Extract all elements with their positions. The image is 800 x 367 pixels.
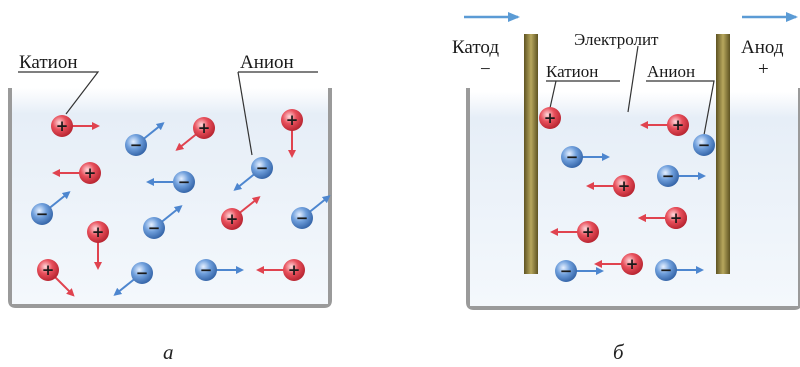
cation-ion-b-8 bbox=[665, 207, 687, 229]
cation-label-b: Катион bbox=[546, 62, 599, 81]
minus-sign-a-14: − bbox=[200, 261, 213, 279]
anion-ion-b-3 bbox=[561, 146, 583, 168]
minus-sign-a-11: − bbox=[296, 209, 309, 227]
minus-sign-a-13: − bbox=[136, 264, 149, 282]
plus-sign-a-10: + bbox=[226, 210, 239, 228]
anode-electrode bbox=[716, 34, 730, 274]
cation-ion-a-8 bbox=[87, 221, 109, 243]
minus-sign-a-9: − bbox=[148, 219, 161, 237]
cathode-sign: − bbox=[480, 59, 491, 80]
caption-b: б bbox=[613, 340, 624, 364]
anion-motion-arrow-a-11 bbox=[308, 195, 331, 213]
anion-ion-a-5 bbox=[173, 171, 195, 193]
anion-motion-arrow-a-9 bbox=[160, 205, 183, 223]
plus-sign-a-2: + bbox=[198, 119, 211, 137]
anion-leader-a-down bbox=[237, 71, 253, 156]
cation-motion-arrow-a-2 bbox=[175, 133, 198, 151]
anion-label-a: Анион bbox=[240, 52, 294, 73]
anion-motion-arrow-a-13 bbox=[113, 278, 136, 296]
minus-sign-a-5: − bbox=[178, 173, 191, 191]
anion-ion-b-2 bbox=[693, 134, 715, 156]
anion-leader-b bbox=[646, 80, 715, 136]
ions-layer-a: + − + + + − − − + − + − + − − + bbox=[31, 109, 331, 297]
minus-sign-b-2: − bbox=[698, 136, 711, 154]
cathode-electrode bbox=[524, 34, 538, 274]
plus-sign-a-8: + bbox=[92, 223, 105, 241]
anion-ion-a-6 bbox=[251, 157, 273, 179]
minus-sign-a-1: − bbox=[130, 136, 143, 154]
caption-a: а bbox=[163, 340, 174, 364]
cation-ion-b-7 bbox=[577, 221, 599, 243]
leader-lines-a bbox=[18, 71, 318, 156]
anion-ion-b-4 bbox=[657, 165, 679, 187]
minus-sign-b-4: − bbox=[662, 167, 675, 185]
plus-sign-a-15: + bbox=[288, 261, 301, 279]
plus-sign-a-0: + bbox=[56, 117, 69, 135]
cation-ion-a-4 bbox=[79, 162, 101, 184]
anode-label: Анод bbox=[741, 37, 784, 58]
leader-lines-b bbox=[546, 45, 715, 136]
plus-sign-a-3: + bbox=[286, 111, 299, 129]
cation-ion-b-10 bbox=[621, 253, 643, 275]
beaker-b bbox=[466, 88, 800, 310]
anion-motion-arrow-a-1 bbox=[142, 122, 165, 140]
anion-ion-a-1 bbox=[125, 134, 147, 156]
cation-ion-b-0 bbox=[539, 107, 561, 129]
minus-sign-a-6: − bbox=[256, 159, 269, 177]
minus-sign-b-11: − bbox=[560, 262, 573, 280]
anion-ion-a-11 bbox=[291, 207, 313, 229]
cation-label-a: Катион bbox=[19, 52, 78, 73]
cation-leader-b-down bbox=[549, 80, 557, 109]
anion-ion-b-11 bbox=[555, 260, 577, 282]
cation-ion-b-5 bbox=[613, 175, 635, 197]
anion-motion-arrow-a-7 bbox=[48, 191, 71, 209]
plus-sign-b-7: + bbox=[582, 223, 595, 241]
plus-sign-a-4: + bbox=[84, 164, 97, 182]
anion-ion-a-7 bbox=[31, 203, 53, 225]
cation-ion-a-10 bbox=[221, 208, 243, 230]
plus-sign-b-0: + bbox=[544, 109, 557, 127]
electrolyte-leader bbox=[627, 45, 639, 113]
minus-sign-b-3: − bbox=[566, 148, 579, 166]
anion-ion-a-9 bbox=[143, 217, 165, 239]
electrolyte-label: Электролит bbox=[574, 30, 659, 49]
plus-sign-b-8: + bbox=[670, 209, 683, 227]
cation-ion-a-0 bbox=[51, 115, 73, 137]
anode-sign: + bbox=[758, 59, 769, 80]
cathode-label: Катод bbox=[452, 37, 500, 58]
plus-sign-b-5: + bbox=[618, 177, 631, 195]
anion-ion-a-14 bbox=[195, 259, 217, 281]
cation-ion-a-2 bbox=[193, 117, 215, 139]
plus-sign-b-10: + bbox=[626, 255, 639, 273]
cation-ion-a-15 bbox=[283, 259, 305, 281]
cation-ion-a-12 bbox=[37, 259, 59, 281]
ions-layer-b: ++−−−++++−+− bbox=[539, 107, 715, 282]
anion-ion-a-13 bbox=[131, 262, 153, 284]
cation-motion-arrow-a-10 bbox=[238, 196, 261, 214]
plus-sign-a-12: + bbox=[42, 261, 55, 279]
minus-sign-b-9: − bbox=[660, 261, 673, 279]
cation-leader-a bbox=[18, 71, 100, 115]
cation-ion-a-3 bbox=[281, 109, 303, 131]
cation-ion-b-1 bbox=[667, 114, 689, 136]
anion-motion-arrow-a-6 bbox=[233, 173, 256, 191]
minus-sign-a-7: − bbox=[36, 205, 49, 223]
anion-label-b: Анион bbox=[647, 62, 696, 81]
anion-ion-b-9 bbox=[655, 259, 677, 281]
plus-sign-b-1: + bbox=[672, 116, 685, 134]
cation-motion-arrow-a-12 bbox=[54, 276, 75, 297]
